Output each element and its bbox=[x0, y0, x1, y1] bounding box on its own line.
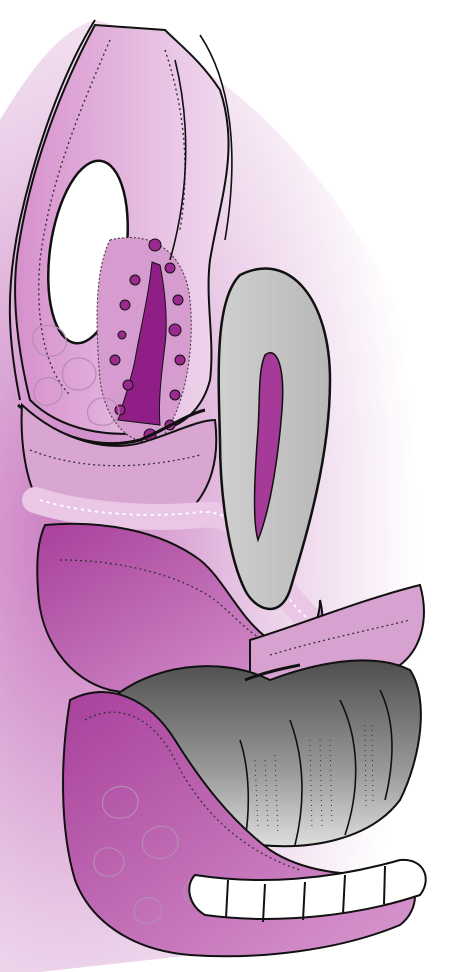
anatomical-illustration bbox=[0, 0, 469, 972]
illustration-svg bbox=[0, 0, 469, 972]
